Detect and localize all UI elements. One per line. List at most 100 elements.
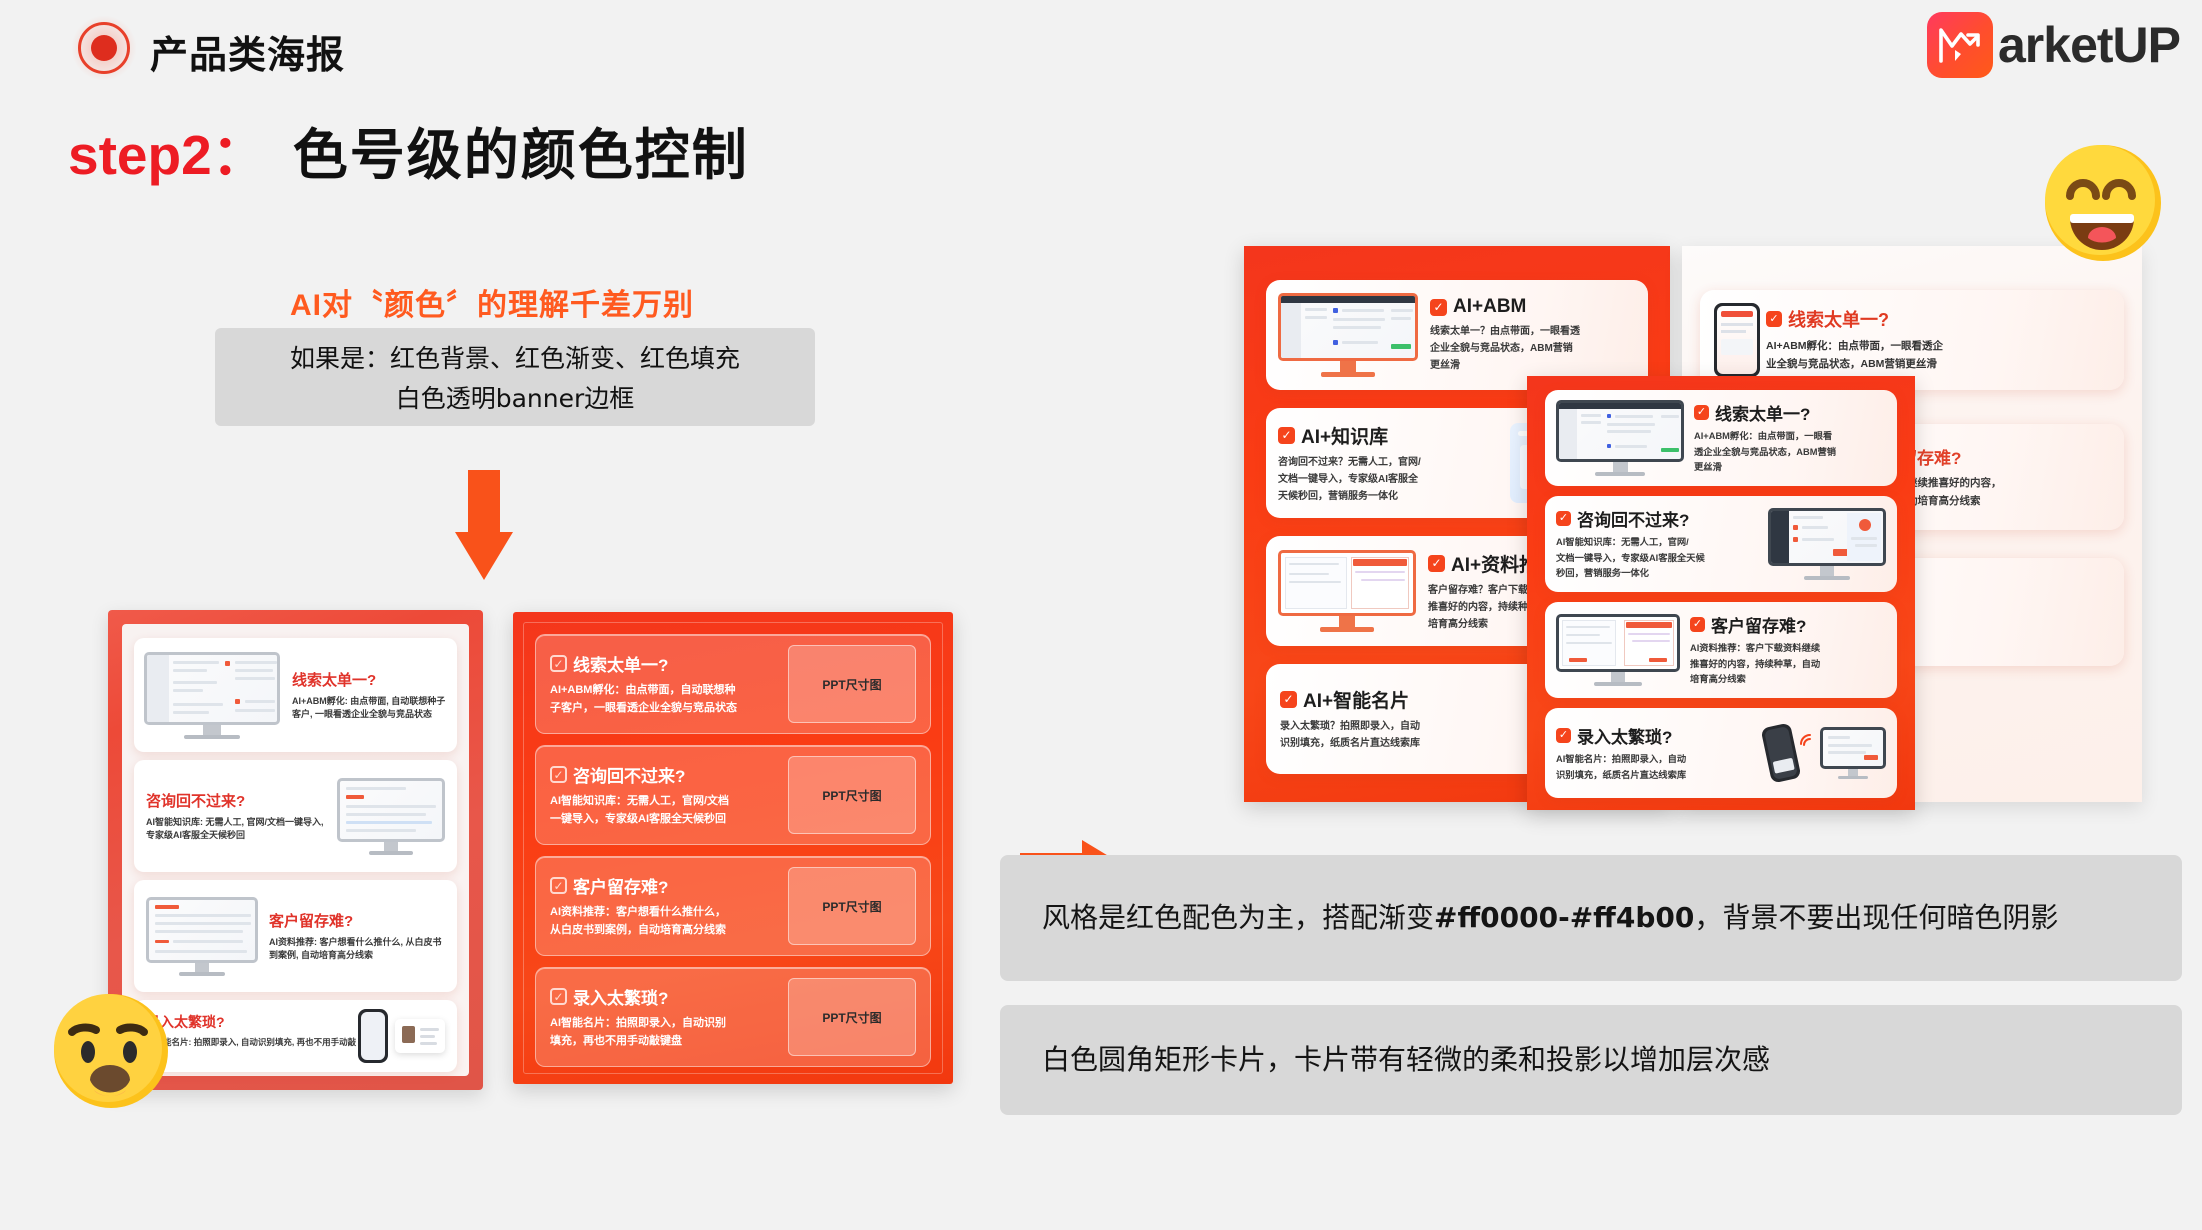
poster-pale-red: 线索太单一? AI+ABM孵化: 由点带面, 自动联想种子客户, 一眼看透企业全… xyxy=(108,610,483,1090)
poster-card-body-line: 填充，再也不用手动敲键盘 xyxy=(550,1034,682,1047)
poster-flat-red: ✓ 线索太单一? AI+ABM孵化：由点带面，自动联想种 子客户，一眼看透企业全… xyxy=(513,612,953,1084)
poster-card: ✓ 线索太单一? AI+ABM孵化：由点带面，自动联想种 子客户，一眼看透企业全… xyxy=(535,634,931,734)
thumbnail-placeholder: PPT尺寸图 xyxy=(788,867,916,945)
poster-card-body-line: 企业全貌与竞品状态，ABM营销 xyxy=(1430,343,1573,354)
poster-card-body-line: 更丝滑 xyxy=(1694,462,1722,473)
phone-illustration xyxy=(1714,303,1760,377)
style-callout-post: ，背景不要出现任何暗色阴影 xyxy=(1694,901,2059,934)
monitor-illustration xyxy=(144,651,280,739)
arrow-down-icon xyxy=(455,470,513,580)
marketup-logo: arketUP xyxy=(1927,12,2181,78)
check-box-icon: ✓ xyxy=(1430,298,1447,316)
thumbnail-label: PPT尺寸图 xyxy=(822,677,882,692)
poster-card-body-line: AI+ABM孵化：由点带面，一眼看透企 xyxy=(1766,340,1944,353)
poster-card-body-line: 推喜好的内容，持续种草，自动 xyxy=(1428,601,1568,613)
poster-card-body-line: 培育高分线索 xyxy=(1690,674,1746,685)
monitor-illustration xyxy=(146,896,258,976)
poster-card-body-line: 识别填充，纸质名片直达线索库 xyxy=(1280,738,1420,749)
marketup-logo-text: arketUP xyxy=(1998,17,2181,73)
poster-card-body-line: AI智能知识库：无需人工，官网/文档 xyxy=(550,794,730,807)
poster-card-title: ✓ 客户留存难? xyxy=(550,873,788,898)
step-kicker: step2： xyxy=(68,124,267,186)
poster-card-body-line: AI+ABM孵化：由点带面，一眼看 xyxy=(1694,430,1833,441)
poster-card-title: ✓ 线索太单一? xyxy=(1766,306,2102,332)
monitor-illustration xyxy=(1556,614,1680,686)
m-arrow-glyph xyxy=(1939,28,1980,63)
poster-card-body-line: 透企业全貌与竞品状态，ABM营销 xyxy=(1694,446,1837,457)
check-box-icon: ✓ xyxy=(1278,426,1295,444)
poster-card-body-line: 文档一键导入，专家级AI客服全 xyxy=(1278,473,1418,485)
requirement-note-line1: 如果是：红色背景、红色渐变、红色填充 xyxy=(289,344,740,373)
poster-card: ✓ 咨询回不过来? AI智能知识库：无需人工，官网/ 文档一键导入，专家级AI客… xyxy=(1545,496,1897,592)
poster-card-body-line: AI智能名片：拍照即录入，自动识别 xyxy=(550,1016,726,1029)
poster-card-body-line: 录入太繁琐？拍照即录入，自动 xyxy=(1280,721,1420,732)
poster-card-title: ✓ 线索太单一? xyxy=(1694,400,1886,425)
business-card-illustration xyxy=(395,1019,445,1053)
poster-card-title: ✓ 录入太繁琐? xyxy=(1556,723,1766,748)
poster-card-title: ✓ 线索太单一? xyxy=(550,651,788,676)
poster-card: 客户留存难? AI资料推荐: 客户想看什么推什么, 从白皮书到案例, 自动培育高… xyxy=(134,880,457,992)
poster-card-body-line: 客户留存难？客户下载资料继续 xyxy=(1428,584,1568,596)
step-headline: step2： 色号级的颜色控制 xyxy=(68,110,749,190)
check-box-icon: ✓ xyxy=(1766,311,1782,328)
check-box-icon: ✓ xyxy=(1556,727,1571,743)
poster-card: ✓ 咨询回不过来? AI智能知识库：无需人工，官网/文档 一键导入，专家级AI客… xyxy=(535,745,931,845)
poster-card-body-line: 一键导入，专家级AI客服全天候秒回 xyxy=(550,812,726,825)
poster-card: 线索太单一? AI+ABM孵化: 由点带面, 自动联想种子客户, 一眼看透企业全… xyxy=(134,638,457,752)
thumbnail-label: PPT尺寸图 xyxy=(822,899,882,914)
record-dot-icon xyxy=(70,14,138,82)
poster-card-title: ✓ 录入太繁琐? xyxy=(550,984,788,1009)
poster-card-body-line: 天候秒回，营销服务一体化 xyxy=(1278,490,1398,502)
poster-card-body-line: AI资料推荐：客户下载资料继续 xyxy=(1690,642,1821,653)
style-callout-pre: 风格是红色配色为主，搭配渐变 xyxy=(1042,901,1435,934)
poster-card-body-line: 秒回，营销服务一体化 xyxy=(1556,568,1649,579)
monitor-illustration xyxy=(1768,508,1886,580)
poster-card-body-line: AI资料推荐：客户想看什么推什么， xyxy=(550,905,726,918)
thumbnail-placeholder: PPT尺寸图 xyxy=(788,645,916,723)
poster-card-body-line: 更丝滑 xyxy=(1430,360,1460,371)
poster-card: 录入太繁琐? AI智能名片: 拍照即录入, 自动识别填充, 再也不用手动敲键盘 xyxy=(134,1000,457,1072)
requirement-note-line2: 白色透明banner边框 xyxy=(395,384,635,413)
poster-card-body: AI+ABM孵化: 由点带面, 自动联想种子客户, 一眼看透企业全貌与竞品状态 xyxy=(292,695,446,719)
wifi-signal-icon xyxy=(1798,731,1816,749)
poster-card-body-line: 子客户，一眼看透企业全貌与竞品状态 xyxy=(550,701,737,714)
poster-card-body: AI智能知识库: 无需人工, 官网/文档一键导入, 专家级AI客服全天候秒回 xyxy=(146,816,324,840)
poster-card-body-line: AI智能名片：拍照即录入，自动 xyxy=(1556,753,1687,764)
poster-card: ✓ 线索太单一? AI+ABM孵化：由点带面，一眼看 透企业全貌与竞品状态，AB… xyxy=(1545,390,1897,486)
poster-card-body-line: 推喜好的内容，持续种草，自动 xyxy=(1690,658,1821,669)
poster-card: ✓ AI+ABM 线索太单一？由点带面，一眼看透 企业全貌与竞品状态，ABM营销… xyxy=(1266,280,1648,390)
poster-card: ✓ 线索太单一? AI+ABM孵化：由点带面，一眼看透企 业全貌与竞品状态，AB… xyxy=(1700,290,2124,390)
poster-card: ✓ 客户留存难? AI资料推荐：客户想看什么推什么， 从白皮书到案例，自动培育高… xyxy=(535,856,931,956)
monitor-illustration xyxy=(1278,293,1418,377)
page-title: 产品类海报 xyxy=(150,35,346,77)
phone-nfc-illustration xyxy=(1760,722,1802,784)
check-box-icon: ✓ xyxy=(550,654,567,672)
card-callout-text: 白色圆角矩形卡片，卡片带有轻微的柔和投影以增加层次感 xyxy=(1042,1043,1771,1076)
poster-card-title: ✓ AI+ABM xyxy=(1430,296,1636,318)
poster-card-title: ✓ 咨询回不过来? xyxy=(1556,506,1759,531)
check-box-icon: ✓ xyxy=(550,987,567,1005)
poster-card-body-line: 识别填充，纸质名片直达线索库 xyxy=(1556,769,1687,780)
poster-card-body-line: 文档一键导入，专家级AI客服全天候 xyxy=(1556,552,1705,563)
poster-card-title: 咨询回不过来? xyxy=(146,792,246,810)
style-callout-code: #ff0000-#ff4b00 xyxy=(1434,901,1695,934)
poster-card: 咨询回不过来? AI智能知识库: 无需人工, 官网/文档一键导入, 专家级AI客… xyxy=(134,760,457,872)
step-title: 色号级的颜色控制 xyxy=(292,124,749,186)
monitor-illustration xyxy=(1278,550,1416,632)
marketup-logo-icon xyxy=(1927,12,1993,78)
smiling-face-emoji xyxy=(2040,140,2166,266)
monitor-illustration xyxy=(1820,727,1886,779)
check-box-icon: ✓ xyxy=(1280,691,1297,708)
poster-card-body-line: AI+ABM孵化：由点带面，自动联想种 xyxy=(550,683,736,696)
poster-card: ✓ 录入太繁琐? AI智能名片：拍照即录入，自动识别 填充，再也不用手动敲键盘 … xyxy=(535,967,931,1067)
poster-card-body-line: 培育高分线索 xyxy=(1428,618,1488,630)
poster-card: ✓ 录入太繁琐? AI智能名片：拍照即录入，自动 识别填充，纸质名片直达线索库 xyxy=(1545,708,1897,798)
thumbnail-placeholder: PPT尺寸图 xyxy=(788,756,916,834)
thumbnail-label: PPT尺寸图 xyxy=(822,1010,882,1025)
style-callout: 风格是红色配色为主，搭配渐变#ff0000-#ff4b00，背景不要出现任何暗色… xyxy=(1000,855,2182,981)
poster-card-body-line: 咨询回不过来？无需人工，官网/ xyxy=(1278,456,1421,468)
poster-card-body: AI资料推荐: 客户想看什么推什么, 从白皮书到案例, 自动培育高分线索 xyxy=(269,936,442,960)
poster-good-middle: ✓ 线索太单一? AI+ABM孵化：由点带面，一眼看 透企业全貌与竞品状态，AB… xyxy=(1527,376,1915,810)
monitor-illustration xyxy=(1556,400,1684,476)
